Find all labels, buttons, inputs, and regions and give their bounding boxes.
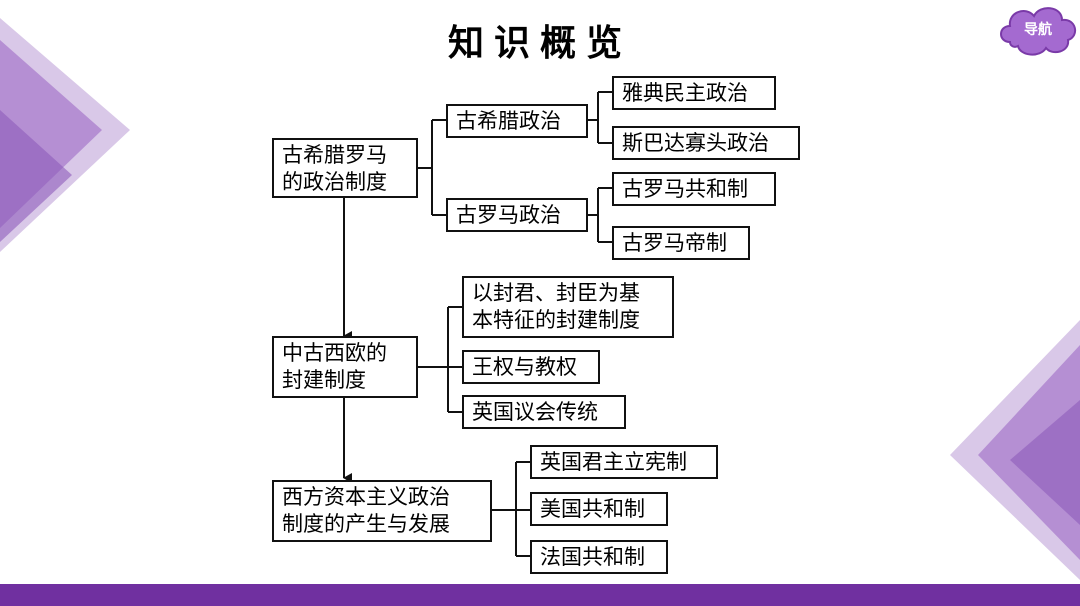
node-uk-constitutional-monarchy: 英国君主立宪制 — [530, 445, 718, 479]
node-ancient-rome-politics: 古罗马政治 — [446, 198, 588, 232]
bottom-bar — [0, 584, 1080, 606]
node-athenian-democracy: 雅典民主政治 — [612, 76, 776, 110]
node-roman-republic: 古罗马共和制 — [612, 172, 776, 206]
cloud-icon — [1000, 7, 1077, 56]
node-french-republic: 法国共和制 — [530, 540, 668, 574]
node-western-capitalist-politics: 西方资本主义政治 制度的产生与发展 — [272, 480, 492, 542]
node-roman-empire: 古罗马帝制 — [612, 226, 750, 260]
node-greek-roman-politics: 古希腊罗马 的政治制度 — [272, 138, 418, 198]
node-us-republic: 美国共和制 — [530, 492, 668, 526]
node-medieval-feudalism: 中古西欧的 封建制度 — [272, 336, 418, 398]
node-spartan-oligarchy: 斯巴达寡头政治 — [612, 126, 800, 160]
node-ancient-greek-politics: 古希腊政治 — [446, 104, 588, 138]
navigation-button[interactable]: 导航 — [996, 2, 1080, 58]
navigation-label: 导航 — [1024, 22, 1052, 38]
node-feudal-lord-vassal: 以封君、封臣为基 本特征的封建制度 — [462, 276, 674, 338]
node-english-parliament: 英国议会传统 — [462, 395, 626, 429]
right-dark-triangle — [1010, 400, 1080, 525]
page-title: 知识概览 — [447, 23, 632, 64]
node-royal-and-church-power: 王权与教权 — [462, 350, 600, 384]
left-dark-triangle — [0, 110, 72, 242]
